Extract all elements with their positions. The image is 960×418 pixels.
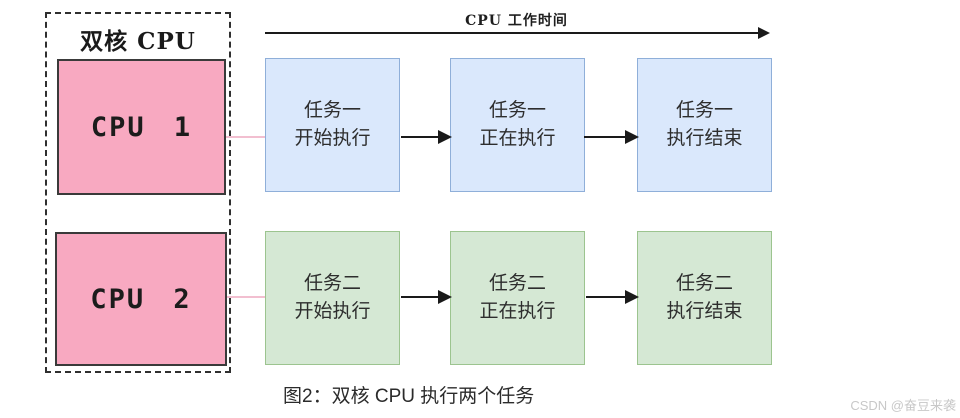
task2-running-line1: 任务二 xyxy=(488,272,546,295)
task2-running-box: 任务二 正在执行 xyxy=(450,231,585,365)
task2-arrow-1 xyxy=(401,290,452,304)
task1-start-line1: 任务一 xyxy=(303,99,361,122)
cpu1-label: CPU 1 xyxy=(90,111,193,143)
figure-caption: 图2：双核 CPU 执行两个任务 xyxy=(283,386,535,407)
task2-arrow-2 xyxy=(586,290,639,304)
task1-end-line1: 任务一 xyxy=(675,99,733,122)
task2-start-line1: 任务二 xyxy=(303,272,361,295)
task1-end-box: 任务一 执行结束 xyxy=(637,58,772,192)
task2-end-box: 任务二 执行结束 xyxy=(637,231,772,365)
timeline-label: CPU 工作时间 xyxy=(465,13,568,29)
task2-start-line2: 开始执行 xyxy=(294,300,371,322)
arrowhead-icon xyxy=(625,130,639,144)
task2-end-line1: 任务二 xyxy=(675,272,733,295)
task2-start-box: 任务二 开始执行 xyxy=(265,231,400,365)
cpu-group-label: 双核 CPU xyxy=(80,28,196,55)
task2-end-line2: 执行结束 xyxy=(666,300,743,322)
task1-arrow-1 xyxy=(401,130,452,144)
dual-core-cpu-group: 双核 CPU xyxy=(45,12,231,373)
task1-end-line2: 执行结束 xyxy=(666,127,743,149)
cpu2-connector-line xyxy=(227,296,265,298)
task1-running-line1: 任务一 xyxy=(488,99,546,122)
task1-running-line2: 正在执行 xyxy=(479,127,556,149)
task2-running-line2: 正在执行 xyxy=(479,300,556,322)
arrowhead-icon xyxy=(438,290,452,304)
task1-start-box: 任务一 开始执行 xyxy=(265,58,400,192)
cpu1-connector-line xyxy=(226,136,265,138)
cpu2-label: CPU 2 xyxy=(90,283,192,315)
timeline-arrow xyxy=(265,27,770,39)
task1-start-line2: 开始执行 xyxy=(294,127,371,149)
cpu1-box: CPU 1 xyxy=(57,59,226,195)
arrowhead-icon xyxy=(625,290,639,304)
arrowhead-icon xyxy=(758,27,770,39)
task1-running-box: 任务一 正在执行 xyxy=(450,58,585,192)
cpu2-box: CPU 2 xyxy=(55,232,227,366)
arrowhead-icon xyxy=(438,130,452,144)
task1-arrow-2 xyxy=(584,130,639,144)
csdn-watermark: CSDN @奋豆来袭 xyxy=(850,398,956,413)
